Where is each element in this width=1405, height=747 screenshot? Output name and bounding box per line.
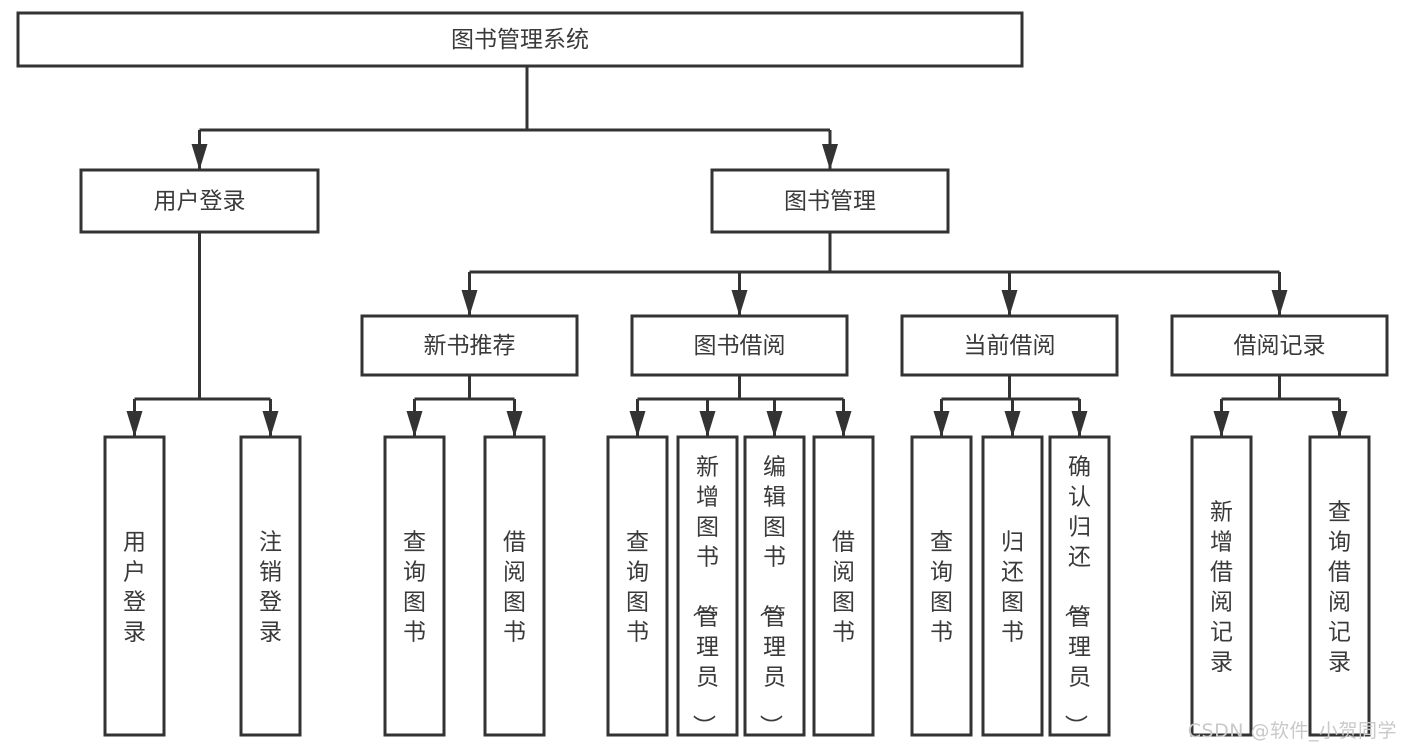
node-book-manage[interactable]: 图书管理 [710,168,950,234]
edge-group-root [191,66,838,170]
node-label: 新增借阅记录 [1210,499,1233,675]
node-book-borrow[interactable]: 图书借阅 [630,314,849,377]
node-label: 查询图书 [403,529,426,645]
arrow-head-icon [822,144,838,170]
node-label: 编辑图书（管理员） [757,454,786,737]
edge-group-user-login [126,232,279,437]
node-box [630,314,849,377]
arrow-head-icon [1331,411,1348,437]
node-leaf-add-book[interactable]: 新增图书（管理员） [676,435,739,737]
node-box [383,435,446,737]
arrow-head-icon [1271,290,1288,316]
node-leaf-add-record[interactable]: 新增借阅记录 [1190,435,1253,737]
arrow-head-icon [1004,411,1021,437]
node-leaf-borrow-book-2[interactable]: 借阅图书 [812,435,875,737]
node-label: 注销登录 [259,529,282,645]
arrow-head-icon [506,411,523,437]
node-label: 借阅图书 [832,529,855,645]
connector-layer [126,66,1348,437]
node-label: 新书推荐 [424,333,516,359]
node-box [676,435,739,737]
node-box [79,168,320,234]
node-label: 归还图书 [1001,529,1024,645]
arrow-head-icon [1001,290,1018,316]
arrow-head-icon [262,411,279,437]
node-box [606,435,669,737]
node-label: 图书管理 [784,189,876,215]
arrow-head-icon [1071,411,1088,437]
node-box [812,435,875,737]
node-leaf-borrow-book-1[interactable]: 借阅图书 [483,435,546,737]
node-box [1308,435,1371,737]
edge-group-borrow-record [1213,375,1348,437]
node-borrow-record[interactable]: 借阅记录 [1170,314,1389,377]
node-label: 确认归还（管理员） [1062,454,1091,737]
node-label: 查询图书 [626,529,649,645]
node-leaf-query-book-1[interactable]: 查询图书 [383,435,446,737]
arrow-head-icon [933,411,950,437]
node-box [1190,435,1253,737]
node-box [910,435,973,737]
node-label: 新增图书（管理员） [690,454,719,737]
node-box [743,435,806,737]
edge-group-book-borrow [629,375,852,437]
node-label: 借阅图书 [503,529,526,645]
arrow-head-icon [406,411,423,437]
node-leaf-user-login[interactable]: 用户登录 [103,435,166,737]
node-box [1170,314,1389,377]
arrow-head-icon [1213,411,1230,437]
node-box [900,314,1119,377]
node-leaf-query-record[interactable]: 查询借阅记录 [1308,435,1371,737]
node-box [103,435,166,737]
node-box [16,11,1024,68]
node-label: 借阅记录 [1234,333,1326,359]
node-leaf-query-book-3[interactable]: 查询图书 [910,435,973,737]
arrow-head-icon [191,144,208,170]
node-label: 图书借阅 [694,333,786,359]
arrow-head-icon [766,411,783,437]
node-box [981,435,1044,737]
node-layer: 图书管理系统用户登录图书管理新书推荐图书借阅当前借阅借阅记录用户登录注销登录查询… [16,11,1389,737]
node-leaf-return-book[interactable]: 归还图书 [981,435,1044,737]
node-user-login[interactable]: 用户登录 [79,168,320,234]
node-box [710,168,950,234]
node-leaf-logout-login[interactable]: 注销登录 [239,435,302,737]
node-box [1048,435,1111,737]
node-box [239,435,302,737]
node-label: 查询借阅记录 [1328,499,1351,675]
node-label: 用户登录 [154,189,246,215]
node-label: 图书管理系统 [451,27,589,53]
node-leaf-query-book-2[interactable]: 查询图书 [606,435,669,737]
node-box [483,435,546,737]
node-leaf-edit-book[interactable]: 编辑图书（管理员） [743,435,806,737]
node-current-borrow[interactable]: 当前借阅 [900,314,1119,377]
edge-group-book-manage [461,232,1288,316]
arrow-head-icon [835,411,852,437]
arrow-head-icon [629,411,646,437]
node-leaf-confirm-return[interactable]: 确认归还（管理员） [1048,435,1111,737]
node-label: 当前借阅 [964,333,1056,359]
arrow-head-icon [461,290,478,316]
edge-group-new-book-rec [406,375,523,437]
node-box [360,314,579,377]
arrow-head-icon [731,290,748,316]
arrow-head-icon [126,411,143,437]
edge-group-current-borrow [933,375,1088,437]
node-new-book-rec[interactable]: 新书推荐 [360,314,579,377]
node-label: 查询图书 [930,529,953,645]
node-label: 用户登录 [123,529,146,645]
node-root[interactable]: 图书管理系统 [16,11,1024,68]
arrow-head-icon [699,411,716,437]
